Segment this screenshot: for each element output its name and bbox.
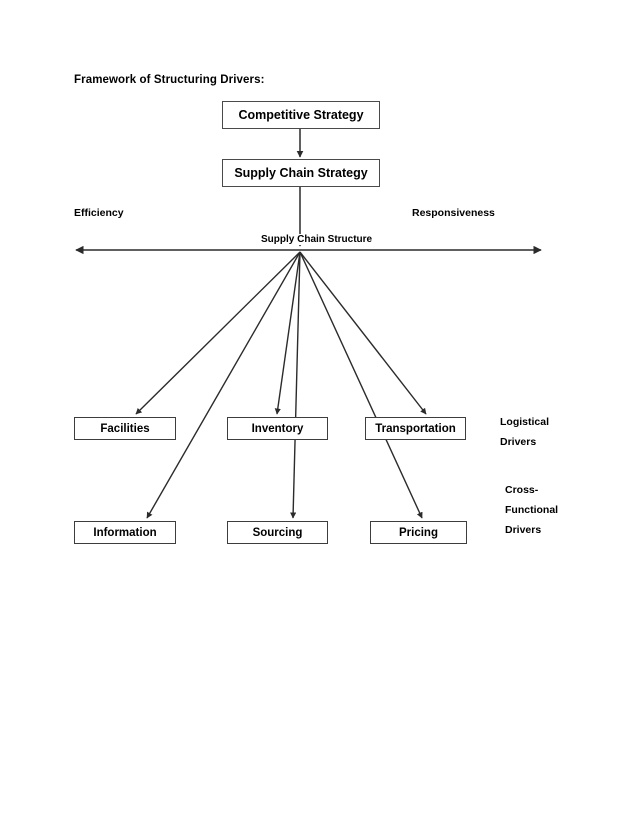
node-transportation[interactable]: Transportation bbox=[365, 417, 466, 440]
node-facilities[interactable]: Facilities bbox=[74, 417, 176, 440]
node-supply-chain-strategy[interactable]: Supply Chain Strategy bbox=[222, 159, 380, 187]
connector-structure-to-sourcing bbox=[290, 251, 301, 519]
group-label-logistical-line1: Logistical bbox=[500, 416, 550, 428]
node-competitive-strategy[interactable]: Competitive Strategy bbox=[222, 101, 380, 129]
group-label-cross-functional-line1: Cross- bbox=[505, 484, 539, 496]
connector-structure-to-pricing bbox=[299, 251, 423, 519]
node-sourcing[interactable]: Sourcing bbox=[227, 521, 328, 544]
node-inventory[interactable]: Inventory bbox=[227, 417, 328, 440]
axis-label-responsiveness: Responsiveness bbox=[412, 207, 495, 219]
group-label-cross-functional-line3: Drivers bbox=[505, 524, 542, 536]
connector-structure-to-inventory bbox=[274, 251, 301, 415]
connector-structure-to-information bbox=[146, 251, 301, 519]
group-label-logistical-drivers: Logistical Drivers bbox=[500, 412, 549, 452]
node-information[interactable]: Information bbox=[74, 521, 176, 544]
group-label-cross-functional-line2: Functional bbox=[505, 504, 559, 516]
connector-structure-to-transportation bbox=[299, 251, 427, 415]
node-pricing[interactable]: Pricing bbox=[370, 521, 467, 544]
axis-label-efficiency: Efficiency bbox=[74, 207, 124, 219]
axis-label-supply-chain-structure: Supply Chain Structure bbox=[258, 234, 376, 245]
group-label-cross-functional-drivers: Cross- Functional Drivers bbox=[505, 480, 558, 540]
page-title: Framework of Structuring Drivers: bbox=[74, 74, 265, 86]
group-label-logistical-line2: Drivers bbox=[500, 436, 537, 448]
connector-structure-to-facilities bbox=[135, 251, 301, 415]
